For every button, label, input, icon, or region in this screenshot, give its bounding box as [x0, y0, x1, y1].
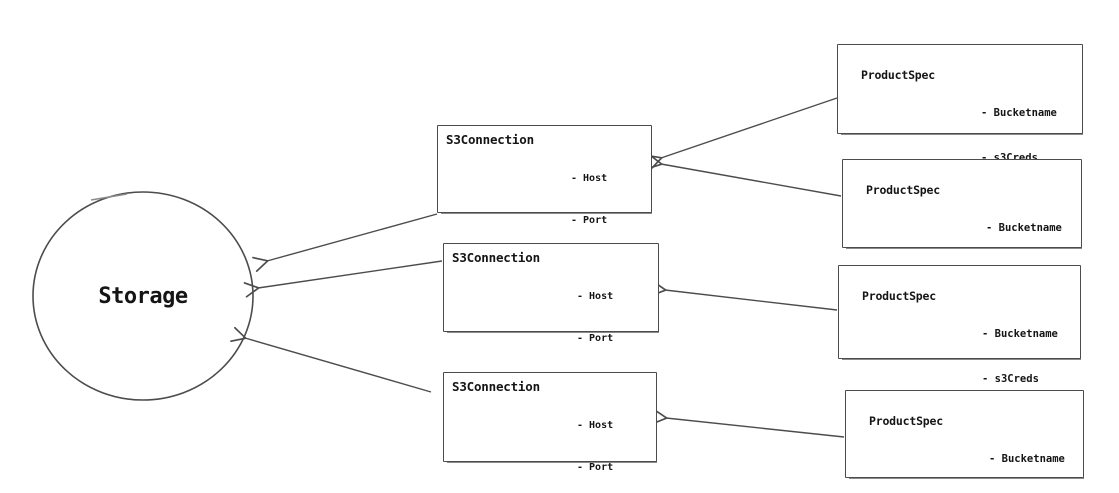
- node-title: S3Connection: [452, 250, 540, 265]
- product-spec-node-1: ProductSpec - Bucketname - s3Creds: [837, 44, 1083, 164]
- attribute: - Bucketname: [986, 222, 1062, 234]
- s3-connection-node-2: S3Connection - Host - Port - TLS: [443, 243, 659, 386]
- node-title: ProductSpec: [866, 183, 940, 197]
- node-title: ProductSpec: [861, 68, 935, 82]
- attribute: - Bucketname: [989, 453, 1065, 465]
- circle-sketch-overlap: [90, 193, 128, 201]
- attribute: - Host: [577, 291, 614, 302]
- attribute: - Port: [577, 333, 614, 344]
- node-attributes: - Host - Port - TLS: [577, 391, 613, 493]
- node-title: S3Connection: [446, 132, 534, 147]
- arrow-product-spec-2-to-s3-connection-1: [661, 164, 842, 197]
- arrow-s3-connection-3-to-storage: [245, 338, 432, 393]
- attribute: - Port: [577, 462, 614, 473]
- arrow-s3-connection-2-to-storage: [258, 260, 443, 288]
- node-attributes: - Bucketname - s3Creds: [982, 297, 1058, 417]
- arrow-product-spec-4-to-s3-connection-3: [666, 418, 845, 438]
- attribute: - Bucketname: [981, 107, 1057, 119]
- node-title: ProductSpec: [869, 414, 943, 428]
- product-spec-node-4: ProductSpec - Bucketname - s3Creds: [845, 390, 1084, 478]
- arrow-s3-connection-1-to-storage: [267, 213, 438, 261]
- product-spec-node-2: ProductSpec - Bucketname - s3Creds: [842, 159, 1082, 279]
- node-title: ProductSpec: [862, 289, 936, 303]
- node-attributes: - Bucketname - s3Creds: [989, 422, 1065, 493]
- attribute: - Bucketname: [982, 328, 1058, 340]
- s3-connection-node-3: S3Connection - Host - Port - TLS: [443, 372, 657, 473]
- attribute: - Port: [571, 215, 608, 226]
- node-title: S3Connection: [452, 379, 540, 394]
- attribute: - Host: [571, 173, 608, 184]
- s3-connection-node-1: S3Connection - Host - Port - TLS: [437, 125, 652, 268]
- arrow-product-spec-1-to-s3-connection-1: [661, 97, 838, 158]
- arrow-product-spec-3-to-s3-connection-2: [665, 290, 838, 311]
- attribute: - Host: [577, 420, 614, 431]
- product-spec-node-3: ProductSpec - Bucketname - s3Creds: [838, 265, 1081, 385]
- attribute: - s3Creds: [982, 373, 1039, 385]
- storage-node-label: Storage: [98, 283, 188, 309]
